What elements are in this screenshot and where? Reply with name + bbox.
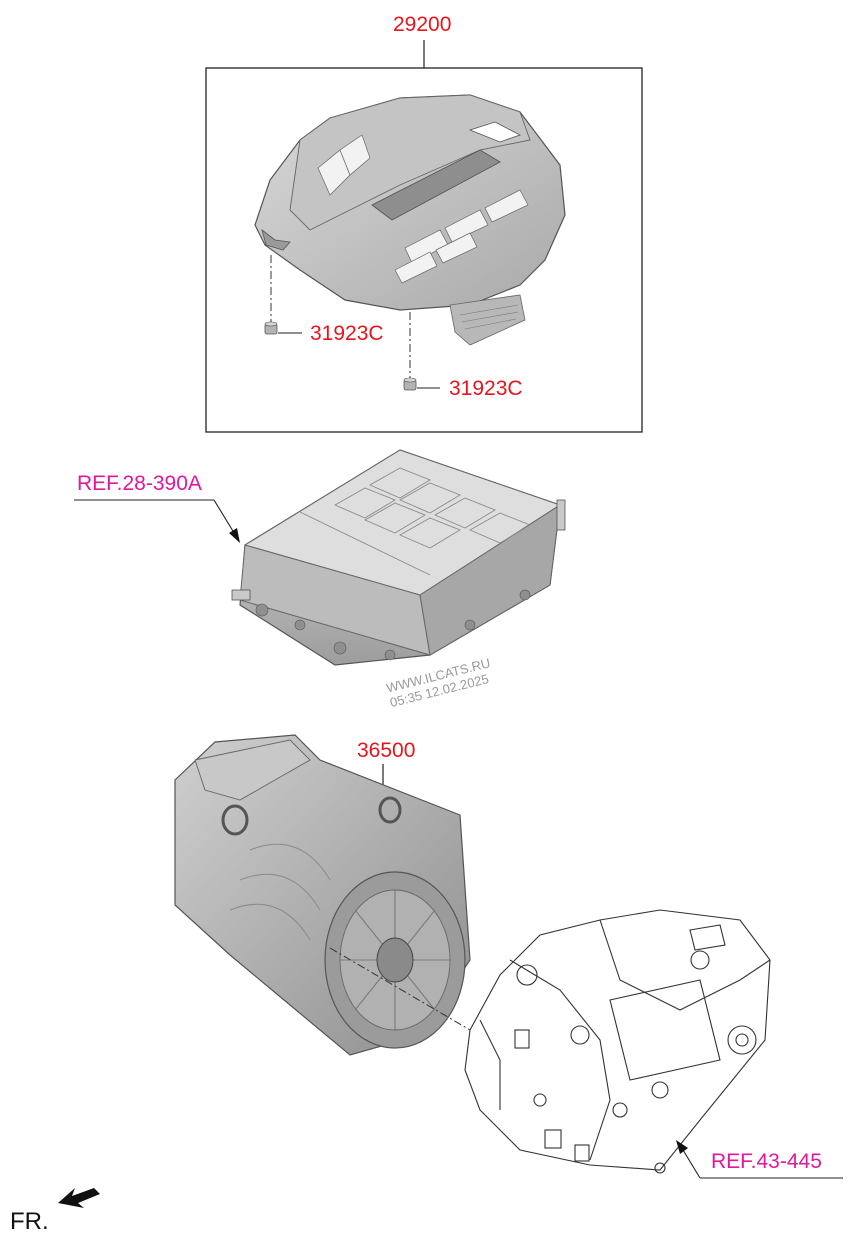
bolt-left-illustration xyxy=(264,321,278,335)
part-number-bolt-right[interactable]: 31923C xyxy=(449,377,523,400)
part-number-engine-cover[interactable]: 29200 xyxy=(393,13,452,36)
part-number-motor[interactable]: 36500 xyxy=(357,739,416,762)
inverter-ref-arrow xyxy=(229,528,240,543)
motor-transmission-axis xyxy=(329,947,471,1031)
bolt-right-illustration xyxy=(403,377,417,391)
inverter-ref-leader xyxy=(213,499,237,537)
front-direction-arrow-icon xyxy=(58,1188,100,1208)
ref-link-transmission[interactable]: REF.43-445 xyxy=(711,1150,822,1173)
transmission-ref-arrow xyxy=(676,1140,688,1154)
engine-cover-illustration xyxy=(254,94,566,346)
motor-illustration xyxy=(174,734,471,1056)
part-number-bolt-left[interactable]: 31923C xyxy=(310,322,384,345)
front-direction-label: FR. xyxy=(10,1208,49,1235)
ref-link-inverter[interactable]: REF.28-390A xyxy=(77,472,202,495)
transmission-illustration xyxy=(464,909,771,1174)
inverter-illustration xyxy=(231,449,566,666)
